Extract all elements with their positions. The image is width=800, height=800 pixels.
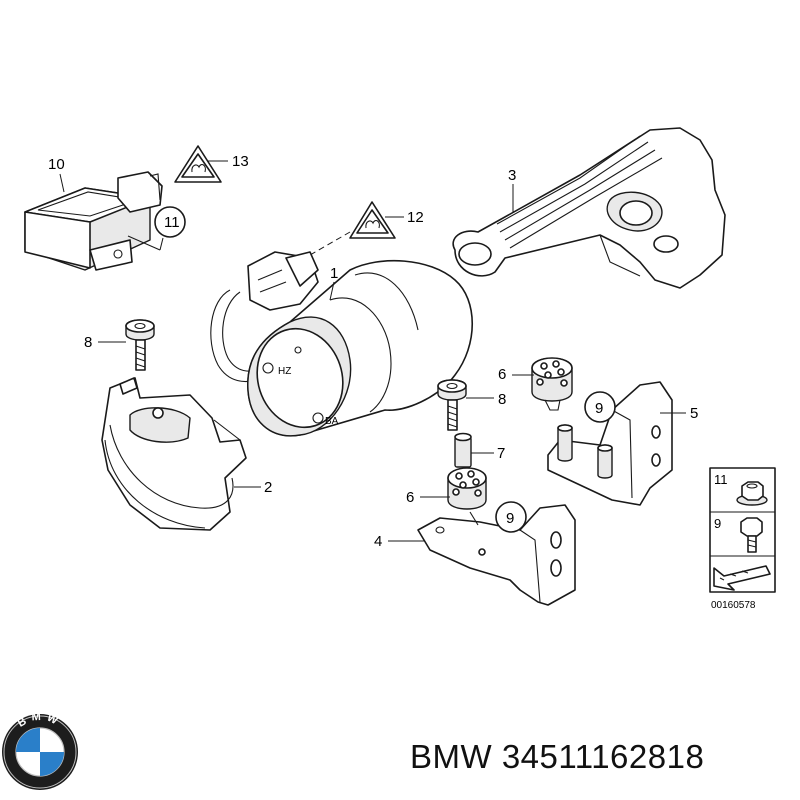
callout-10: 10 xyxy=(48,156,65,173)
legend-item-11-label: 11 xyxy=(714,472,728,487)
part-8-bolt-right xyxy=(437,379,467,431)
part-13-warning-label xyxy=(174,145,222,183)
callout-11: 11 xyxy=(164,214,180,231)
legend-bolt-icon xyxy=(740,517,763,553)
svg-text:9: 9 xyxy=(595,400,603,417)
callout-13: 13 xyxy=(232,153,249,170)
callout-6-upper: 6 xyxy=(498,366,506,383)
part-5-bracket xyxy=(547,381,673,506)
diagram-number: 00160578 xyxy=(711,600,756,611)
pump-mark-b: BA xyxy=(325,416,339,427)
part-4-bracket xyxy=(417,504,576,606)
part-10-sensor xyxy=(24,171,163,271)
callout-8-left: 8 xyxy=(84,334,92,351)
part-6-mount-lower xyxy=(447,467,487,510)
part-number-caption: BMW 34511162818 xyxy=(410,738,704,776)
part-12-warning-label xyxy=(349,201,396,239)
callout-12: 12 xyxy=(407,209,424,226)
legend-box: 11 9 00160578 xyxy=(709,467,776,611)
callout-1: 1 xyxy=(330,265,338,282)
callout-9-lower: 9 xyxy=(495,501,527,533)
legend-arrow-icon xyxy=(713,565,771,591)
callout-4: 4 xyxy=(374,533,382,550)
brand-name: BMW xyxy=(410,738,493,775)
part-3-bracket-arm xyxy=(452,127,726,289)
callout-2: 2 xyxy=(264,479,272,496)
callout-8-right: 8 xyxy=(498,391,506,408)
callout-9-upper: 9 xyxy=(584,391,616,423)
callout-7: 7 xyxy=(497,445,505,462)
part-2-clamp xyxy=(101,377,247,531)
bmw-logo: BMW xyxy=(2,711,78,790)
legend-item-9-label: 9 xyxy=(714,516,721,531)
part-11-nut xyxy=(127,206,186,251)
part-1-pump-motor: HZ BA xyxy=(210,251,473,437)
svg-text:9: 9 xyxy=(506,510,514,527)
callout-3: 3 xyxy=(508,167,516,184)
callout-5: 5 xyxy=(690,405,698,422)
callout-6-lower: 6 xyxy=(406,489,414,506)
part-6-mount-upper xyxy=(531,357,573,411)
legend-nut-icon xyxy=(736,481,768,506)
part-number: 34511162818 xyxy=(501,738,705,775)
part-8-bolt-left xyxy=(125,319,155,371)
part-7-sleeve xyxy=(454,432,472,468)
callouts: 10 13 11 12 3 1 8 2 8 6 7 6 5 4 xyxy=(48,153,698,550)
pump-mark-a: HZ xyxy=(278,366,291,377)
